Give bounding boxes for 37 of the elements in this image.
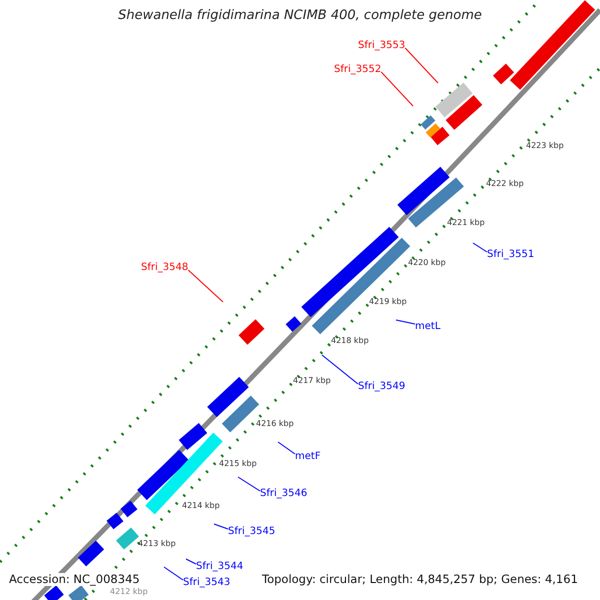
leader-line xyxy=(214,524,228,530)
leader-line xyxy=(188,270,224,302)
accession-text: Accession: NC_008345 xyxy=(9,573,140,586)
gene-label: Sfri_3552 xyxy=(334,64,382,75)
leader-line xyxy=(238,476,260,492)
leader-line xyxy=(278,442,296,454)
gene-label: Sfri_3544 xyxy=(196,561,244,572)
gene-label: Sfri_3553 xyxy=(358,40,406,51)
tick-label: 4223 kbp xyxy=(526,142,564,151)
gene-label: Sfri_3548 xyxy=(141,262,188,273)
tick-label: 4217 kbp xyxy=(293,377,331,386)
genome-summary-text: Topology: circular; Length: 4,845,257 bp; Genes: 4,161 xyxy=(262,573,578,586)
gene-label: Sfri_3543 xyxy=(183,577,230,588)
tick-label: 4220 kbp xyxy=(408,259,446,268)
tick-label: 4219 kbp xyxy=(369,298,407,307)
tick-label: 4212 kbp xyxy=(110,588,148,597)
leader-line xyxy=(186,558,196,564)
leader-line xyxy=(472,242,488,252)
title: Shewanella frigidimarina NCIMB 400, complete genome xyxy=(117,9,483,24)
tick-label: 4216 kbp xyxy=(256,420,294,429)
gene-label: Sfri_3545 xyxy=(228,526,276,537)
gene-label: Sfri_3549 xyxy=(358,381,406,392)
tick-label: 4221 kbp xyxy=(447,219,485,228)
tick-label: 4215 kbp xyxy=(219,460,257,469)
leader-line xyxy=(404,48,438,84)
leader-line xyxy=(322,354,358,384)
tick-label: 4214 kbp xyxy=(182,502,220,511)
leader-line xyxy=(380,72,414,106)
gene-label: metL xyxy=(415,321,440,332)
tick-label: 4222 kbp xyxy=(486,180,524,189)
leader-line xyxy=(396,320,416,324)
leader-line xyxy=(164,566,184,580)
tick-label: 4218 kbp xyxy=(331,337,369,346)
gene-label: metF xyxy=(295,451,321,462)
tick-label: 4213 kbp xyxy=(138,540,176,549)
gene-label: Sfri_3546 xyxy=(260,488,308,499)
gene-label: Sfri_3551 xyxy=(487,249,534,260)
